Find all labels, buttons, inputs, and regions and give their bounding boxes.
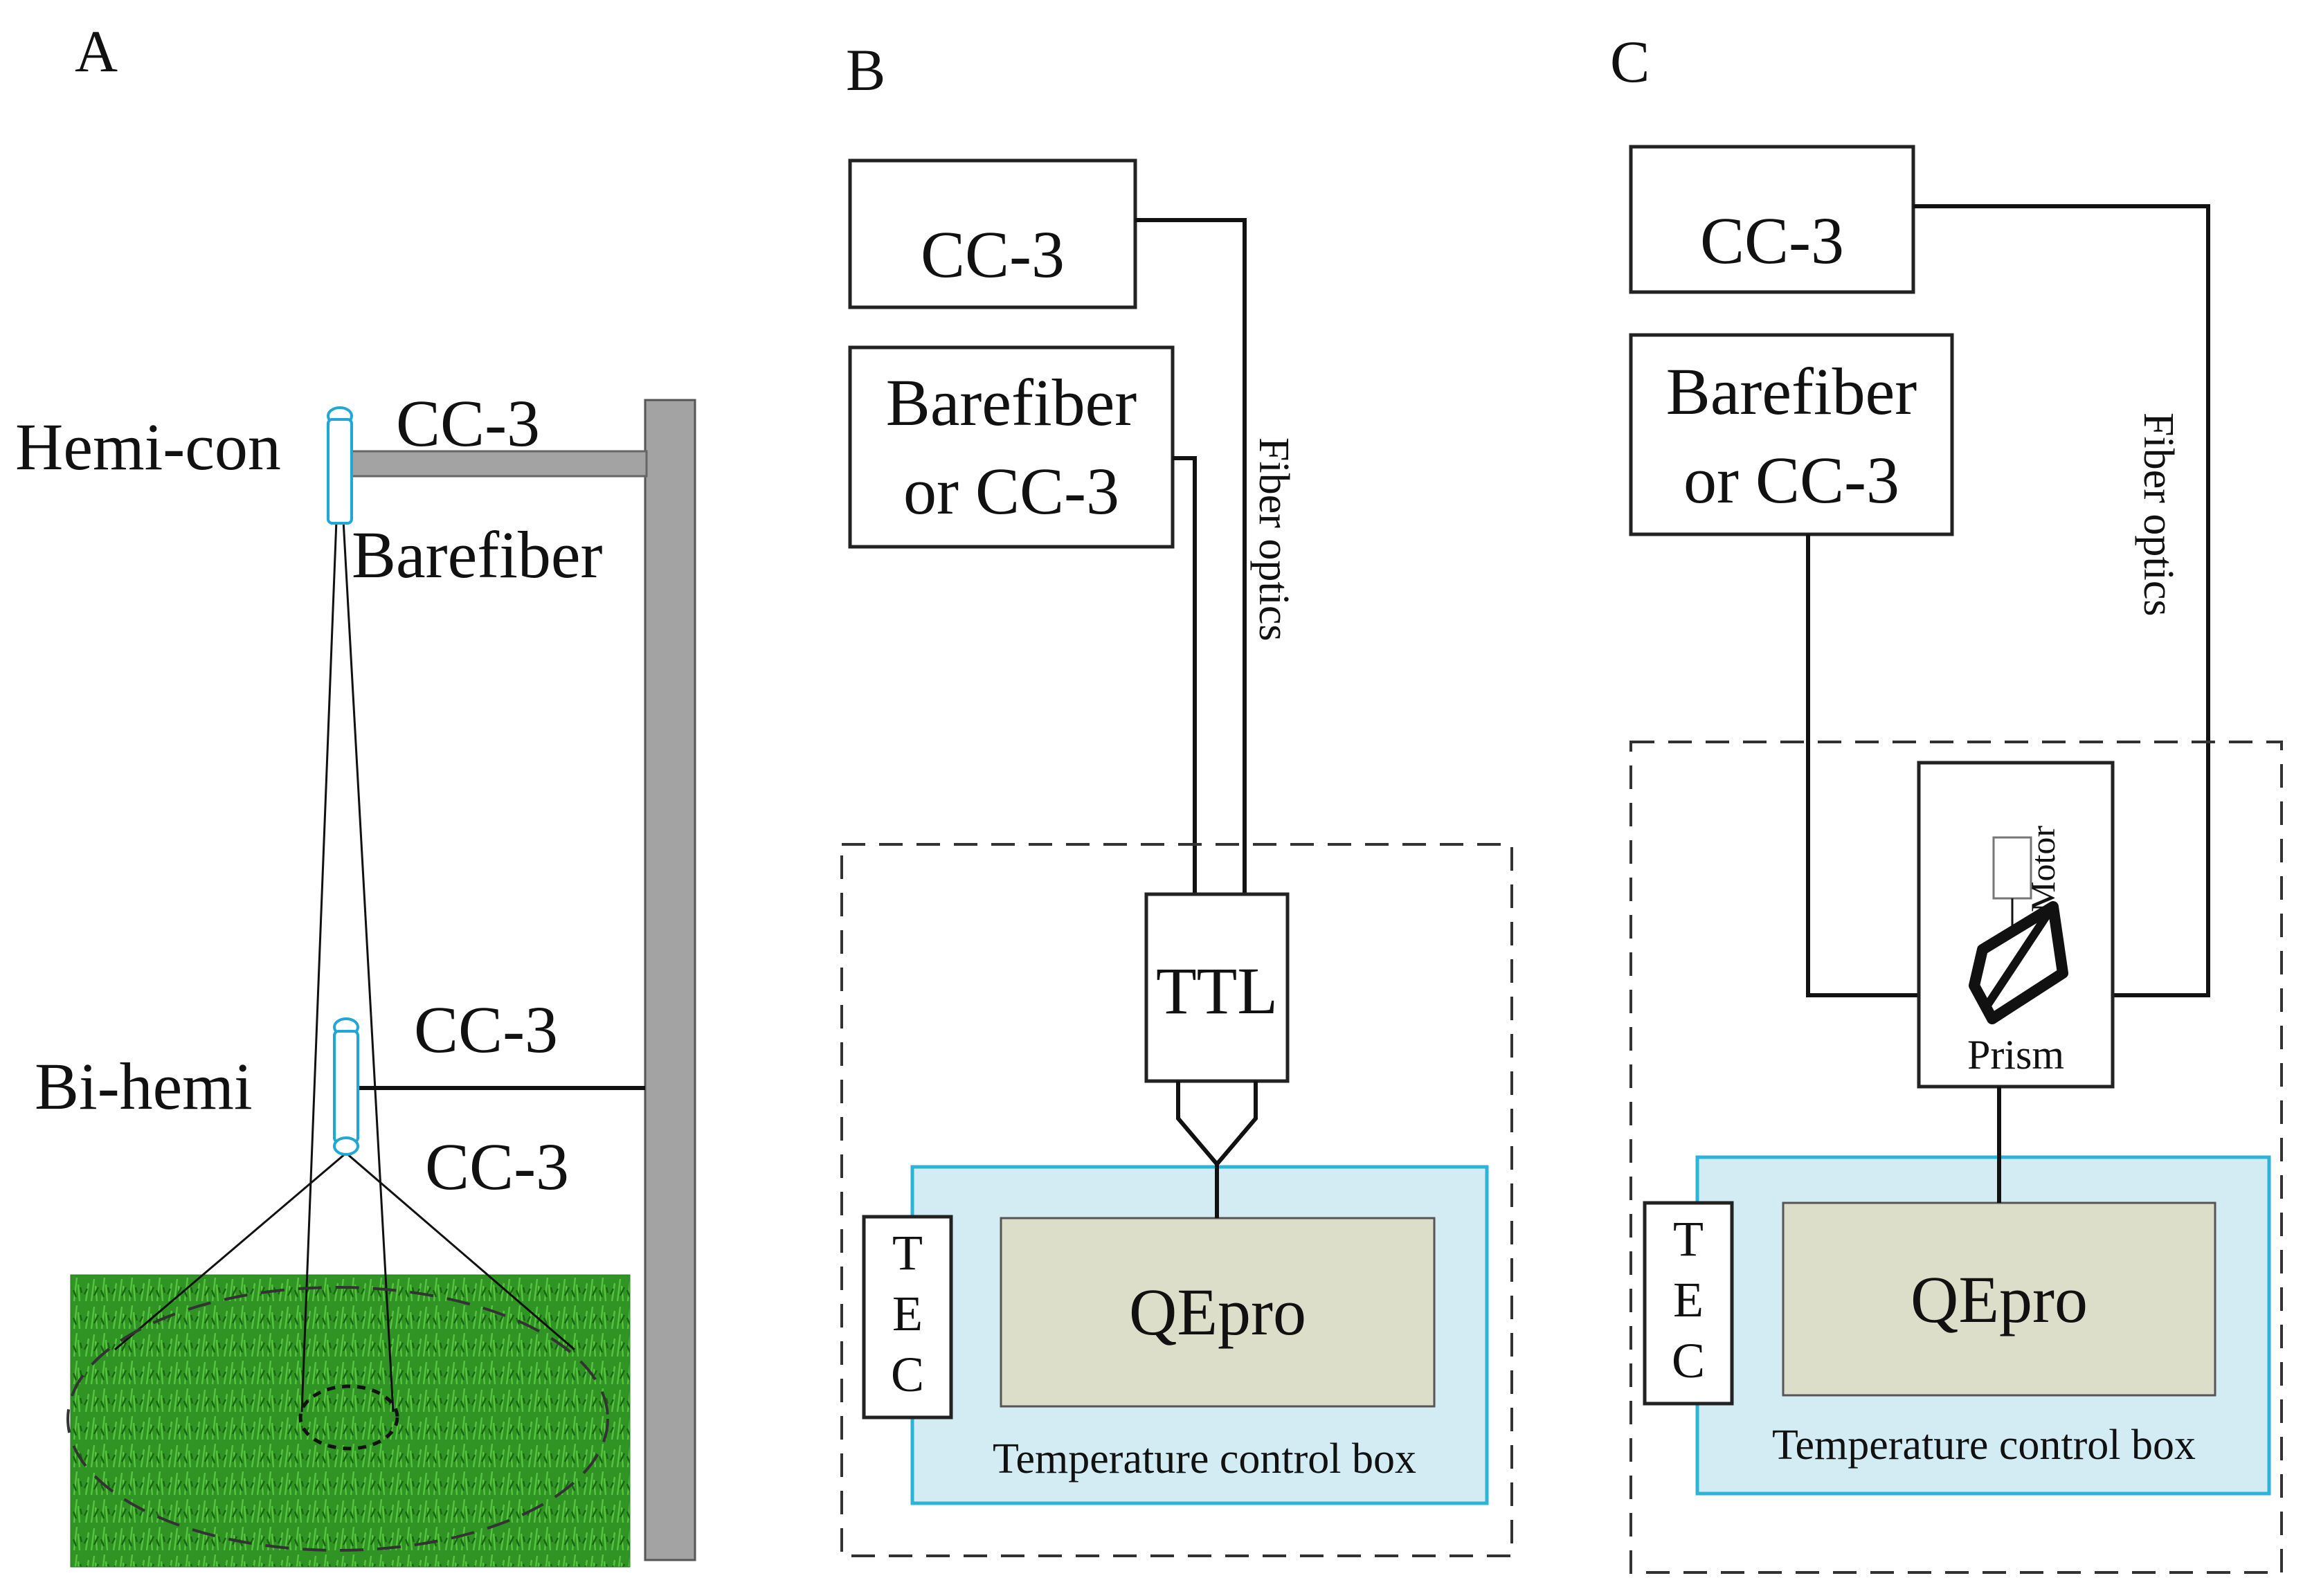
grass-field — [70, 1274, 631, 1568]
ttl-box — [1144, 892, 1290, 1083]
bi-hemi-label: Bi-hemi — [35, 1049, 253, 1123]
y-connector — [1176, 1081, 1258, 1168]
barefiber-box-b-line1: Barefiber — [886, 365, 1137, 439]
fiber-line-cc3-b — [1135, 218, 1247, 894]
bi-hemi-sensor — [333, 1017, 359, 1156]
qepro-label-b: QEpro — [1129, 1275, 1306, 1349]
mounting-pole — [644, 399, 696, 1561]
cc3-lower-label: CC-3 — [425, 1130, 569, 1204]
cc3-top-label: CC-3 — [396, 386, 540, 460]
prism-shape — [1969, 901, 2068, 1024]
tec-letter-t-c: T — [1673, 1211, 1704, 1267]
narrow-fov-footprint — [298, 1384, 399, 1451]
temp-box-label-b: Temperature control box — [993, 1435, 1416, 1482]
fiber-line-cc3-c — [1913, 204, 2210, 997]
dashed-enclosure-b — [840, 843, 1513, 1557]
qepro-box-c — [1782, 1201, 2216, 1397]
ttl-label: TTL — [1156, 954, 1278, 1028]
cc3-box-c-label: CC-3 — [1700, 203, 1844, 278]
panel-a-letter: A — [75, 18, 118, 84]
barefiber-box-c-line1: Barefiber — [1666, 354, 1917, 428]
cc3-upper-label: CC-3 — [414, 992, 558, 1067]
tec-box-b — [862, 1215, 953, 1420]
wide-fov-footprint — [66, 1286, 609, 1552]
tec-letter-e-c: E — [1673, 1272, 1704, 1327]
temp-box-label-c: Temperature control box — [1772, 1422, 2196, 1469]
fov-line-narrow-right — [342, 520, 395, 1413]
tec-box-c — [1643, 1201, 1734, 1406]
qepro-box-b — [1000, 1217, 1436, 1408]
fiber-line-barefiber-c — [1806, 534, 1919, 997]
cc3-box-b — [848, 158, 1137, 309]
panel-a: A Hemi-con CC-3 Barefiber B — [15, 18, 696, 1568]
hemi-con-label: Hemi-con — [15, 410, 281, 484]
panel-c: C CC-3 Barefiber or CC-3 Fiber optics QE… — [1610, 28, 2283, 1574]
tec-letter-c-b: C — [891, 1347, 924, 1402]
fiber-line-barefiber-b — [1173, 456, 1197, 894]
barefiber-box-c-line2: or CC-3 — [1683, 443, 1899, 517]
barefiber-box-b — [848, 345, 1175, 549]
tec-letter-t-b: T — [892, 1225, 923, 1280]
tec-letter-e-b: E — [892, 1286, 923, 1341]
barefiber-box-b-line2: or CC-3 — [903, 454, 1119, 528]
hemi-con-sensor — [327, 406, 353, 525]
panel-c-letter: C — [1610, 28, 1650, 95]
panel-b-letter: B — [846, 37, 885, 103]
fov-line-wide-right — [345, 1152, 575, 1351]
fiber-optics-label-b: Fiber optics — [1250, 437, 1297, 641]
qepro-label-c: QEpro — [1911, 1262, 2088, 1336]
tec-letter-c-c: C — [1672, 1333, 1705, 1388]
panel-b: B CC-3 Barefiber or CC-3 Fiber optics QE… — [840, 37, 1513, 1557]
dashed-enclosure-c — [1629, 741, 2283, 1574]
cc3-box-c — [1629, 145, 1915, 294]
prism-label: Prism — [1967, 1032, 2064, 1078]
motor-box — [1992, 836, 2032, 900]
prism-motor-box — [1917, 761, 2115, 1089]
fov-line-narrow-left — [300, 520, 338, 1413]
fov-line-wide-left — [114, 1152, 347, 1351]
barefiber-box-c — [1629, 333, 1954, 536]
barefiber-label: Barefiber — [352, 518, 602, 592]
fiber-optics-label-c: Fiber optics — [2135, 412, 2182, 616]
cc3-box-b-label: CC-3 — [921, 217, 1065, 291]
motor-label: Motor — [2023, 826, 2062, 912]
